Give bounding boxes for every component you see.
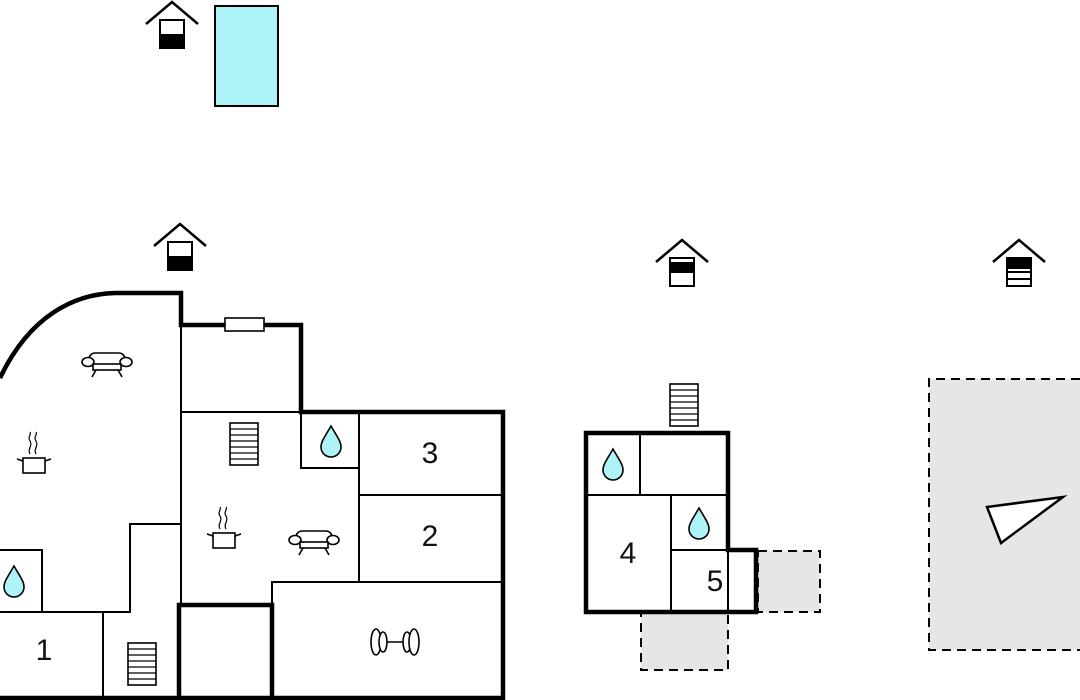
interior-walls xyxy=(0,300,503,700)
room-label-1: 1 xyxy=(36,634,53,667)
room-label-5: 5 xyxy=(707,565,724,598)
stairs-icon xyxy=(127,642,157,686)
water-drop-icon xyxy=(320,425,342,458)
floor-level-icon xyxy=(654,238,710,288)
cooking-pot-icon xyxy=(206,506,242,549)
water-drop-icon xyxy=(602,448,624,481)
north-arrow-icon xyxy=(985,495,1068,545)
outer-walls xyxy=(0,290,506,700)
interior-walls xyxy=(586,433,729,610)
room-label-3: 3 xyxy=(422,437,439,470)
stairs-icon xyxy=(669,383,699,427)
dumbbell-icon xyxy=(370,628,420,656)
terrace-icon xyxy=(757,550,821,613)
terrace-icon xyxy=(640,611,729,671)
cooking-pot-icon xyxy=(16,431,52,474)
floor-level-icon xyxy=(152,222,208,272)
floor-level-icon xyxy=(144,0,200,50)
water-drop-icon xyxy=(688,507,710,540)
stairs-icon xyxy=(229,422,259,466)
outer-walls xyxy=(583,430,759,615)
floor-level-icon xyxy=(991,238,1047,288)
sofa-icon xyxy=(81,352,133,378)
pool-icon xyxy=(214,5,279,107)
room-label-4: 4 xyxy=(620,537,637,570)
sofa-icon xyxy=(288,530,340,556)
window-icon xyxy=(224,317,265,332)
water-drop-icon xyxy=(3,565,25,598)
room-label-2: 2 xyxy=(422,520,439,553)
